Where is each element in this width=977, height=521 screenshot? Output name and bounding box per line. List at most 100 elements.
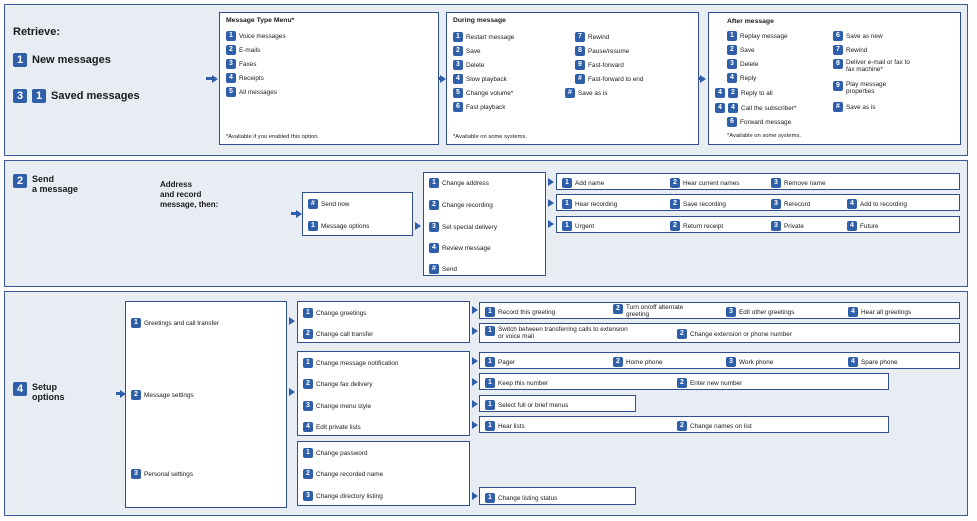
during-item[interactable]: #Save as is	[565, 88, 607, 98]
saved-messages-label: Saved messages	[51, 90, 140, 102]
key-icon: 1	[485, 307, 495, 317]
key-icon: 9	[575, 60, 585, 70]
key-icon: 1	[308, 221, 318, 231]
key-icon: 6	[453, 102, 463, 112]
arrow-right-icon	[440, 74, 446, 83]
key-icon: 6	[833, 31, 843, 41]
key-icon: 2	[670, 221, 680, 231]
during-message-header: During message	[453, 17, 506, 24]
new-messages-option[interactable]: 1 New messages	[13, 53, 111, 67]
key-icon: 3	[429, 222, 439, 232]
key-icon: 1	[226, 31, 236, 41]
arrow-right-icon	[548, 199, 554, 207]
key-icon: 3	[131, 469, 141, 479]
key-icon: 3	[726, 307, 736, 317]
key-4-icon: 4	[13, 382, 27, 396]
arrow-right-icon	[472, 378, 478, 386]
key-icon: 3	[303, 401, 313, 411]
after-item[interactable]: #Save as is	[833, 102, 875, 112]
send-option[interactable]: #Send	[429, 264, 457, 274]
send-now-option[interactable]: #Send now	[308, 199, 349, 209]
saved-messages-option[interactable]: 3 1 Saved messages	[13, 89, 140, 103]
arrow-right-icon	[472, 400, 478, 408]
key-icon: 2	[226, 45, 236, 55]
during-item[interactable]: #Fast-forward to end	[575, 74, 643, 84]
footnote: *Available on some systems.	[453, 134, 527, 140]
